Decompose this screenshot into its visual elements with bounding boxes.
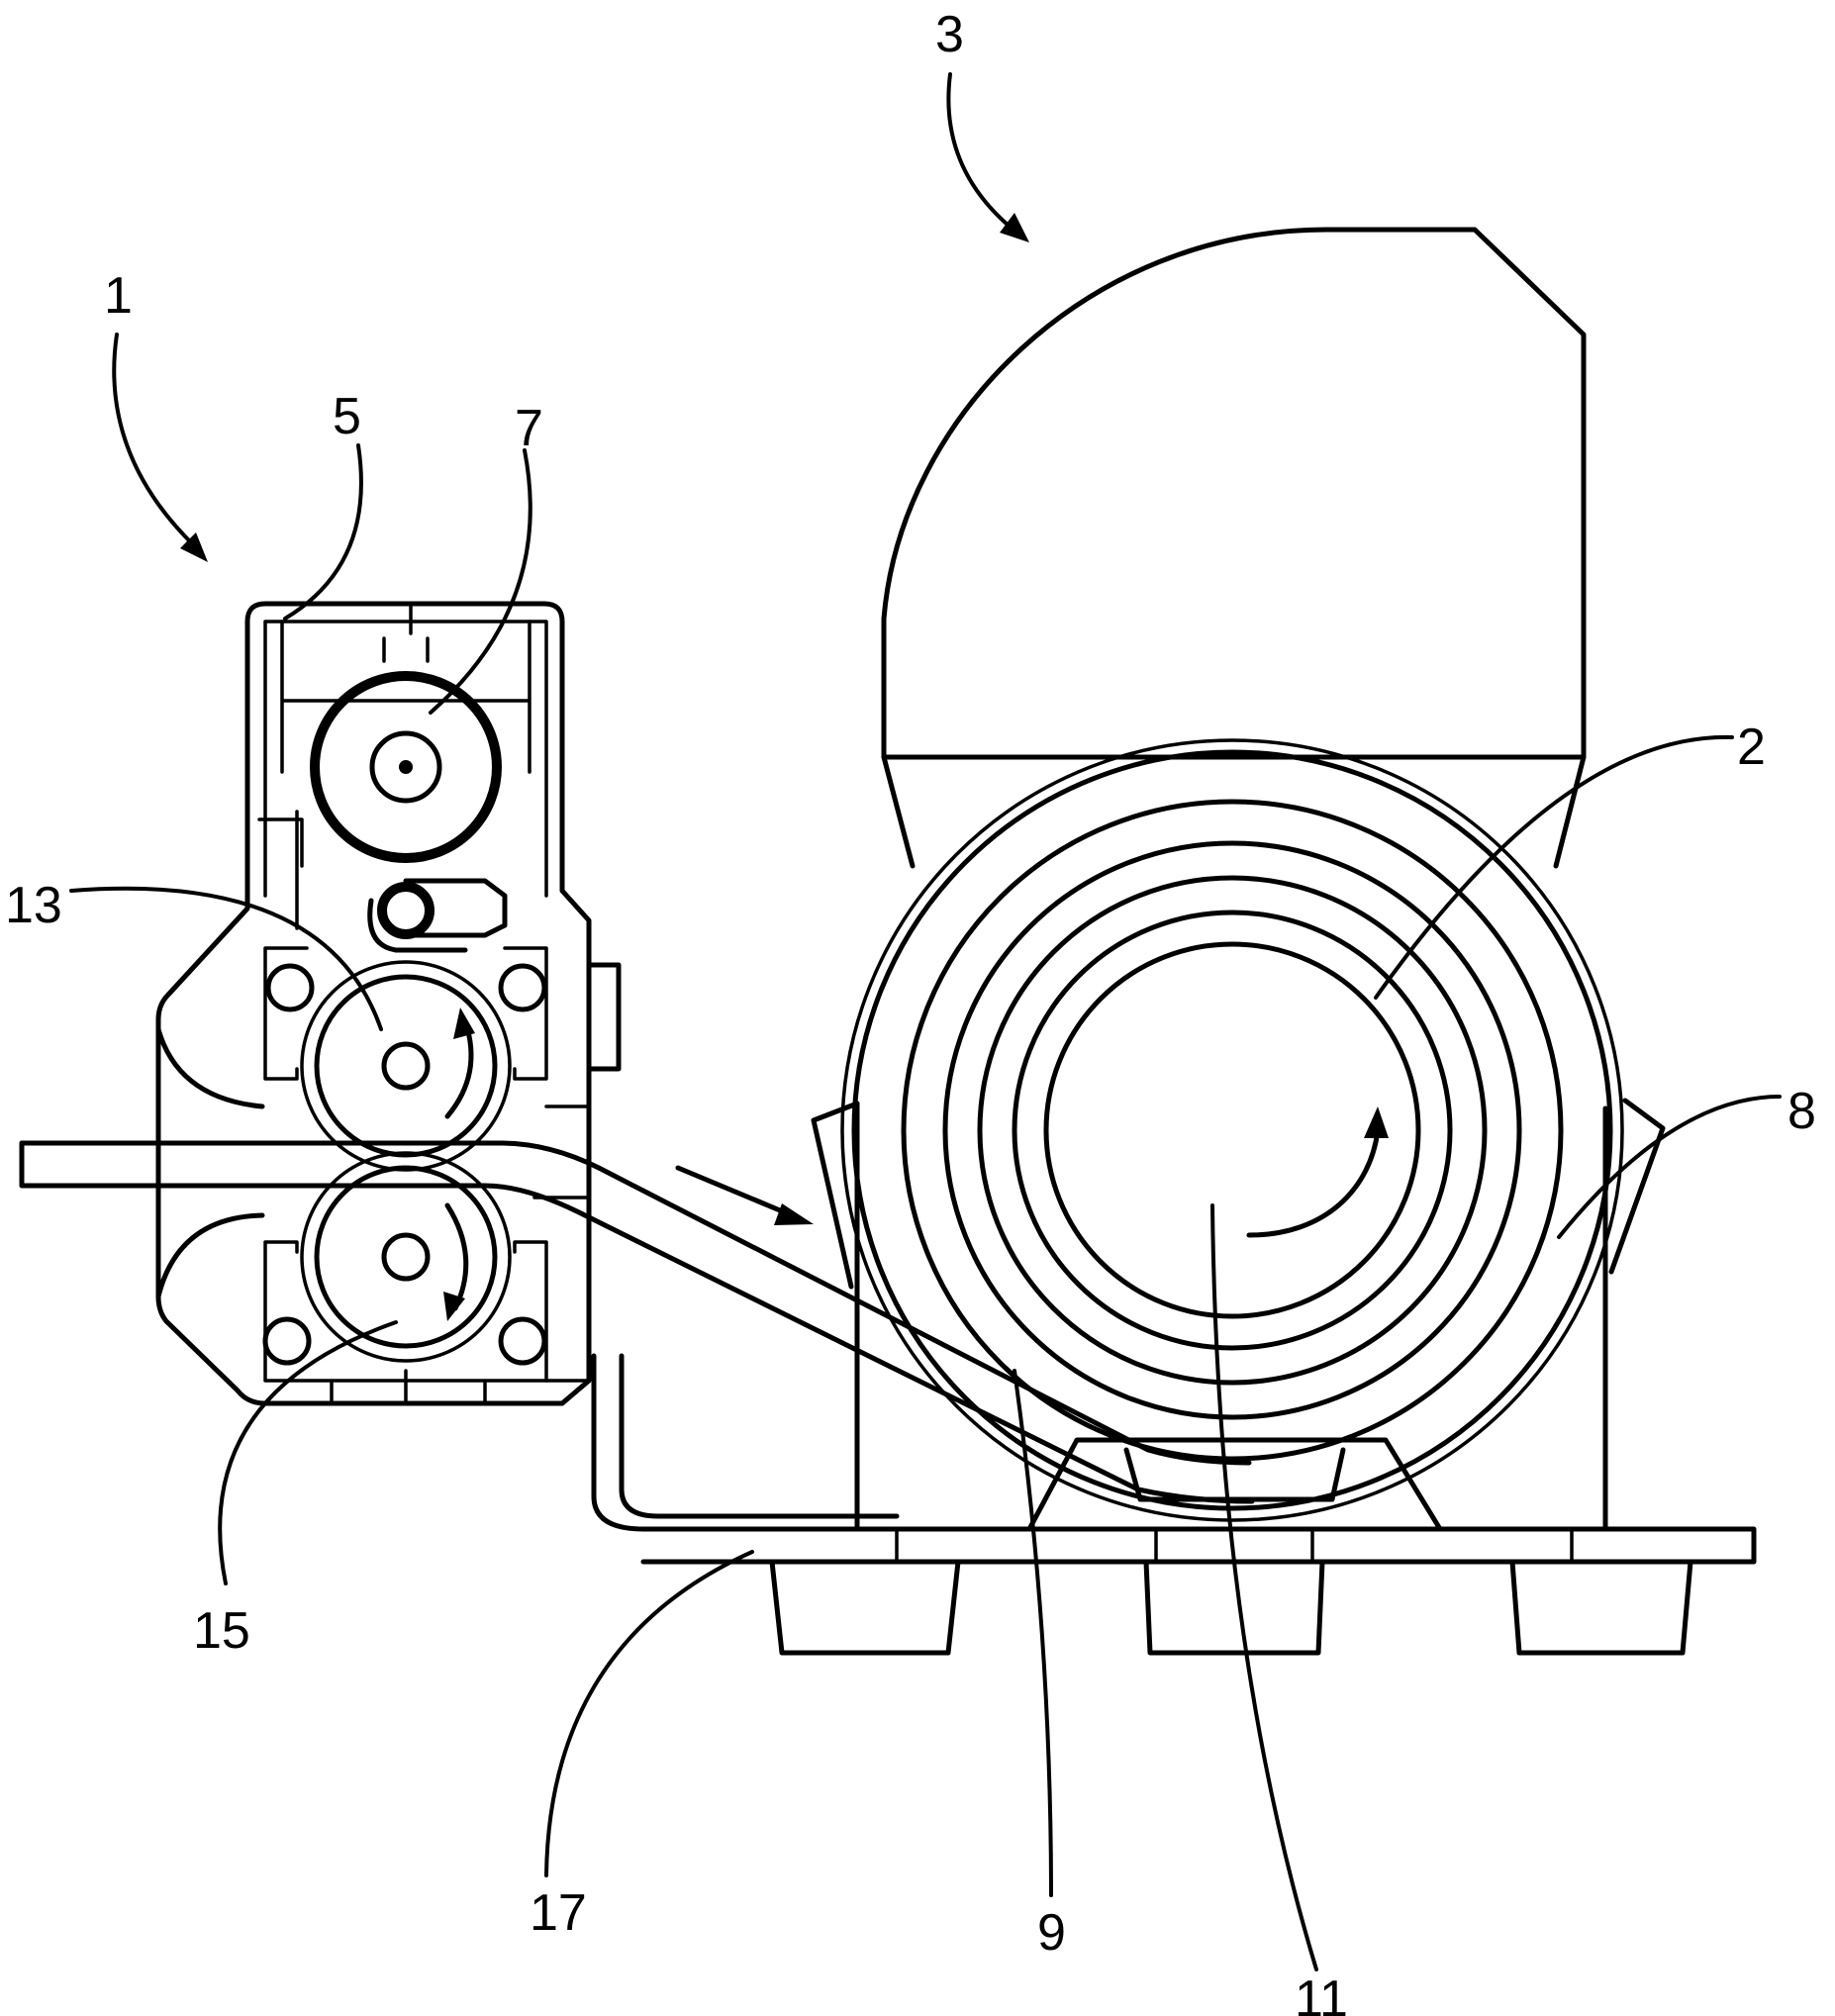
label-3: 3 xyxy=(935,6,964,63)
coiler-dome xyxy=(884,230,1584,757)
lower-left-boss xyxy=(265,1319,309,1363)
housing-left-lobe-upper xyxy=(158,1029,262,1106)
base-plate xyxy=(643,1529,1754,1562)
conduit xyxy=(594,1356,897,1529)
coiler-unit xyxy=(814,230,1663,1529)
upper-left-boss xyxy=(268,966,312,1009)
leader-13 xyxy=(71,889,381,1029)
leader-17 xyxy=(546,1552,752,1875)
tension-roller xyxy=(382,887,430,934)
label-2: 2 xyxy=(1737,719,1766,776)
leader-8 xyxy=(1559,1097,1780,1237)
reference-numerals: 1 3 5 7 13 2 8 15 17 9 11 xyxy=(5,6,1816,2016)
foot-3 xyxy=(1512,1562,1690,1653)
feed-roller-upper-hub xyxy=(384,1044,428,1088)
coiler-housing-ring xyxy=(854,752,1610,1508)
label-15: 15 xyxy=(193,1602,250,1660)
upper-guard-clamps xyxy=(265,948,546,1079)
label-5: 5 xyxy=(333,388,361,445)
foot-1 xyxy=(772,1562,958,1653)
label-9: 9 xyxy=(1037,1904,1066,1962)
coiler-left-wing xyxy=(814,1104,857,1287)
feed-direction-arrow xyxy=(678,1168,792,1215)
label-13: 13 xyxy=(5,877,62,934)
label-8: 8 xyxy=(1787,1083,1816,1140)
leader-1 xyxy=(114,335,198,549)
leader-5 xyxy=(285,445,361,619)
label-7: 7 xyxy=(515,400,543,457)
lower-right-boss xyxy=(501,1319,544,1363)
leader-11 xyxy=(1212,1205,1316,1969)
drive-housing xyxy=(158,604,589,1403)
coil-rotation-arrow xyxy=(1249,1130,1378,1235)
feed-direction-arrowhead xyxy=(774,1203,814,1225)
strip-lower-edge xyxy=(22,1186,1252,1501)
leader-3 xyxy=(948,74,1014,231)
coil-rotation-arrowhead xyxy=(1364,1106,1389,1138)
label-1: 1 xyxy=(104,267,133,325)
leader-15 xyxy=(220,1322,396,1584)
label-17: 17 xyxy=(530,1884,587,1942)
leader-7 xyxy=(431,450,531,713)
coil-ring-2 xyxy=(945,843,1519,1417)
roller-upper-center xyxy=(399,760,413,774)
feed-roller-lower-hub xyxy=(384,1235,428,1279)
coil-ring-1 xyxy=(904,802,1561,1459)
coiler-upper-body xyxy=(884,757,1584,866)
drive-unit xyxy=(158,604,619,1403)
leader-3-arrowhead xyxy=(1000,213,1029,242)
feed-roller-upper-guard xyxy=(302,962,510,1170)
coil-core xyxy=(1046,944,1418,1316)
feed-roller-upper-arrowhead xyxy=(453,1008,475,1039)
drive-side-plate xyxy=(589,965,619,1069)
housing-left-lobe-lower xyxy=(158,1215,262,1296)
feed-roller-lower-arrow xyxy=(447,1205,466,1308)
label-11: 11 xyxy=(1295,1970,1348,2016)
coiler-cradle xyxy=(1029,1440,1440,1529)
upper-right-boss xyxy=(501,966,544,1009)
lower-guard-clamps xyxy=(265,1242,546,1403)
